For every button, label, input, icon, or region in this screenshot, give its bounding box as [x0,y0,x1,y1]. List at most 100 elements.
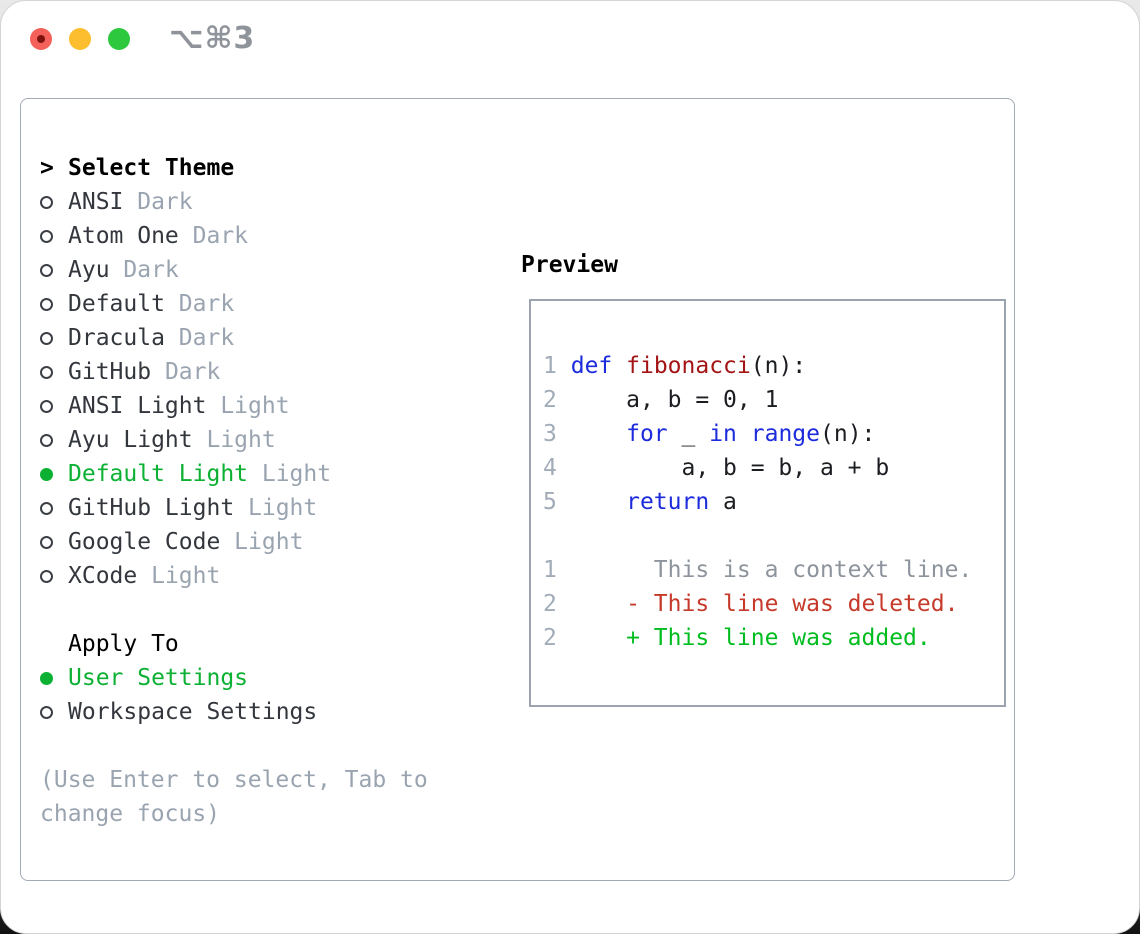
code-token: a, b = 0, 1 [556,387,779,413]
theme-option-ansi[interactable]: ANSI Dark [40,185,428,219]
select-theme-header: > Select Theme [40,151,428,185]
line-number: 4 [543,455,557,481]
theme-name: Default [68,291,165,317]
blank-row [40,593,428,627]
theme-name: Default Light [68,461,249,487]
theme-variant-tag: Dark [164,291,235,317]
code-line: 2 - This line was deleted. [543,587,1004,621]
apply-option-label: User Settings [68,665,249,691]
window-controls [30,28,130,50]
preview-heading: Preview [521,252,618,278]
theme-option-dracula[interactable]: Dracula Dark [40,321,428,355]
code-token: return [626,489,710,515]
line-number: 2 [543,387,557,413]
zoom-button[interactable] [108,28,130,50]
theme-name: Ayu [68,257,110,283]
code-token [737,421,751,447]
prompt-caret-icon: > [40,155,54,181]
code-line: 2 a, b = 0, 1 [543,383,1004,417]
code-token [557,489,626,515]
radio-unselected-icon [40,263,53,277]
theme-name: Ayu Light [68,427,193,453]
code-token: (n): [750,353,807,379]
apply-option-label: Workspace Settings [68,699,318,725]
apply-to-heading-row: Apply To [40,627,428,661]
theme-variant-tag: Light [137,563,221,589]
radio-unselected-icon [40,365,53,379]
code-token: - This line was deleted. [556,591,959,617]
code-line: 4 a, b = b, a + b [543,451,1004,485]
theme-option-xcode[interactable]: XCode Light [40,559,428,593]
theme-name: Atom One [68,223,179,249]
select-theme-title: Select Theme [68,155,235,181]
theme-name: Google Code [68,529,221,555]
theme-option-default[interactable]: Default Dark [40,287,428,321]
theme-variant-tag: Light [206,393,290,419]
code-token: fibonacci [626,353,751,379]
line-number: 5 [543,489,557,515]
theme-option-ayu-light[interactable]: Ayu Light Light [40,423,428,457]
radio-unselected-icon [40,433,53,447]
theme-option-atom-one[interactable]: Atom One Dark [40,219,428,253]
theme-option-ayu[interactable]: Ayu Dark [40,253,428,287]
minimize-button[interactable] [69,28,91,50]
line-number: 2 [543,625,557,651]
radio-unselected-icon [40,297,53,311]
theme-option-github[interactable]: GitHub Dark [40,355,428,389]
line-number: 1 [543,557,557,583]
code-line: 2 + This line was added. [543,621,1004,655]
theme-variant-tag: Dark [164,325,235,351]
radio-unselected-icon [40,705,53,719]
code-token: This is a context line. [556,557,973,583]
radio-unselected-icon [40,569,53,583]
hint-line: change focus) [40,801,221,827]
theme-variant-tag: Dark [109,257,179,283]
theme-name: Dracula [68,325,165,351]
apply-to-heading: Apply To [68,631,179,657]
theme-variant-tag: Dark [178,223,249,249]
code-token [557,421,626,447]
radio-unselected-icon [40,195,53,209]
radio-unselected-icon [40,331,53,345]
radio-unselected-icon [40,501,53,515]
theme-variant-tag: Light [220,529,304,555]
code-token: + This line was added. [556,625,931,651]
theme-variant-tag: Dark [151,359,221,385]
code-token: _ [667,421,710,447]
apply-option-workspace-settings[interactable]: Workspace Settings [40,695,428,729]
keyboard-hint: (Use Enter to select, Tab to change focus… [40,763,428,831]
theme-name: GitHub [68,359,152,385]
code-line [543,519,1004,553]
code-token [557,353,571,379]
line-number: 2 [543,591,557,617]
theme-variant-tag: Dark [123,189,193,215]
theme-variant-tag: Light [234,495,318,521]
apply-option-user-settings[interactable]: User Settings [40,661,428,695]
code-token [612,353,626,379]
theme-option-github-light[interactable]: GitHub Light Light [40,491,428,525]
hint-line: (Use Enter to select, Tab to [40,767,428,793]
theme-name: ANSI [68,189,124,215]
code-line: 1 This is a context line. [543,553,1004,587]
theme-option-default-light[interactable]: Default Light Light [40,457,428,491]
close-button[interactable] [30,28,52,50]
radio-unselected-icon [40,535,53,549]
code-token: a, b = b, a + b [556,455,890,481]
radio-selected-icon [40,671,53,685]
radio-unselected-icon [40,399,53,413]
window-shortcut-label: ⌥⌘3 [169,21,256,56]
theme-option-ansi-light[interactable]: ANSI Light Light [40,389,428,423]
radio-unselected-icon [40,229,53,243]
theme-variant-tag: Light [248,461,332,487]
theme-name: ANSI Light [68,393,207,419]
code-token: a [709,489,737,515]
theme-option-google-code[interactable]: Google Code Light [40,525,428,559]
code-token: for [626,421,668,447]
